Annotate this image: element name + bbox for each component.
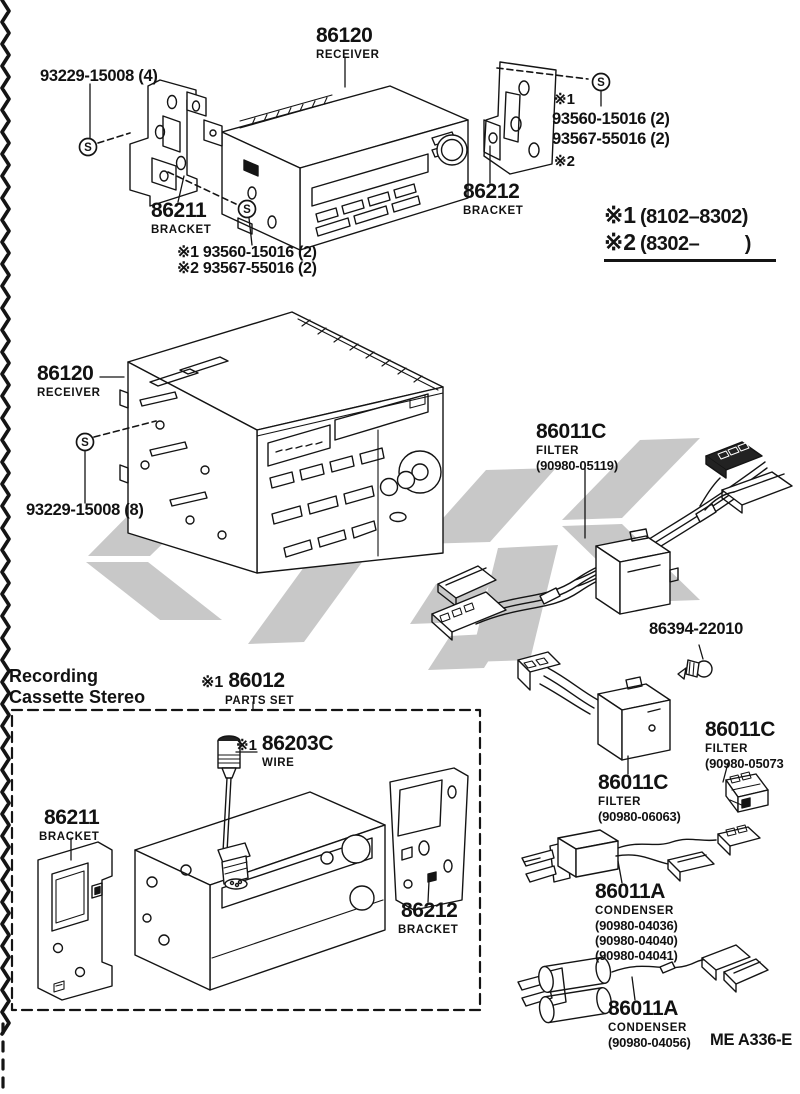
label-screw-parts-right: ※1 93560-15016 (2) 93567-55016 (2) ※2 <box>552 90 670 170</box>
part-name: RECEIVER <box>37 386 101 399</box>
part-number: 86011C <box>598 771 669 794</box>
leader-lines <box>70 56 729 1001</box>
part-line-1: 93560-15016 (2) <box>552 110 670 128</box>
part-name: FILTER <box>705 742 748 755</box>
svg-text:S: S <box>597 77 605 89</box>
label-filter-05073: 86011C FILTER (90980-05073 <box>705 718 784 771</box>
section-title: Recording Cassette Stereo <box>9 666 145 708</box>
screw-symbol-2: S <box>237 199 257 219</box>
wire-mark: ※1 <box>236 737 257 754</box>
part-number: 86211 <box>44 806 100 829</box>
note-line-1: ※1 93560-15016 (2) <box>177 244 317 261</box>
legend-mark-1: ※1 <box>604 202 637 228</box>
part-ref-3: (90980-04041) <box>595 948 678 963</box>
section-dashed-box <box>10 708 482 1012</box>
part-number: 86211 <box>151 199 207 222</box>
screw-symbol-4: S <box>75 432 95 452</box>
part-name: BRACKET <box>39 830 100 843</box>
part-name: WIRE <box>262 757 295 769</box>
part-number: 86011A <box>595 880 666 903</box>
label-bracket-86211-lower: 86211 BRACKET <box>39 806 100 843</box>
section-title-line-1: Recording <box>9 666 99 686</box>
label-receiver-top: 86120 RECEIVER <box>316 24 380 61</box>
legend-row-1: ※1 (8102–8302) <box>604 202 776 229</box>
torn-page-edge <box>0 0 11 1036</box>
label-filter-05119: 86011C FILTER (90980-05119) <box>536 420 618 473</box>
label-screws-top: 93229-15008 (4) <box>40 67 158 85</box>
part-ref: (90980-05073 <box>705 756 784 771</box>
part-name: CONDENSER <box>608 1021 687 1034</box>
part-number: 86120 <box>37 362 94 385</box>
part-name: CONDENSER <box>595 904 674 917</box>
part-ref-1: (90980-04036) <box>595 918 678 933</box>
label-bracket-86212-lower: 86212 BRACKET <box>398 899 459 936</box>
screw-symbol-1: S <box>78 137 98 157</box>
note-line-2: ※2 93567-55016 (2) <box>177 259 317 277</box>
part-name: BRACKET <box>463 204 524 217</box>
part-number: 86012 <box>228 669 285 692</box>
svg-text:S: S <box>81 437 89 449</box>
receiver-86120-main-drawing <box>119 311 444 574</box>
part-ref: (90980-05119) <box>536 458 618 473</box>
cassette-unit-drawing <box>134 791 386 991</box>
mark-1: ※1 <box>554 91 575 108</box>
antenna-wire-86203c-drawing <box>217 735 251 890</box>
part-name: FILTER <box>536 444 579 457</box>
label-receiver-mid: 86120 RECEIVER <box>37 362 101 399</box>
part-number: 86011C <box>536 420 607 443</box>
part-name: RECEIVER <box>316 48 380 61</box>
part-ref-2: (90980-04040) <box>595 933 678 948</box>
svg-text:S: S <box>243 204 251 216</box>
svg-text:S: S <box>84 142 92 154</box>
part-number: 86011A <box>608 997 679 1020</box>
part-name: FILTER <box>598 795 641 808</box>
bracket-86211-lower-drawing <box>37 841 113 1001</box>
part-number: 86203C <box>261 732 334 755</box>
filter-05073-drawing <box>725 771 769 813</box>
doc-code: ME A336-E <box>710 1031 792 1049</box>
legend-range-1: (8102–8302) <box>640 206 748 228</box>
socket-bulb-86394-drawing <box>677 659 713 680</box>
label-filter-06063: 86011C FILTER (90980-06063) <box>598 771 681 824</box>
part-ref: (90980-06063) <box>598 809 681 824</box>
part-name: PARTS SET <box>225 695 295 707</box>
parts-set-mark: ※1 <box>201 674 224 691</box>
section-title-line-2: Cassette Stereo <box>9 687 146 707</box>
bracket-86211-top-drawing <box>129 79 207 207</box>
part-name: BRACKET <box>151 223 212 236</box>
bracket-86212-lower-drawing <box>389 767 469 911</box>
condenser-86011a-1-drawing <box>521 824 761 883</box>
part-number: 86212 <box>401 899 458 922</box>
part-name: BRACKET <box>398 923 459 936</box>
legend-row-2: ※2 (8302– ) <box>604 229 776 256</box>
legend-range-2: (8302– ) <box>640 233 751 255</box>
label-condenser-2: 86011A CONDENSER (90980-04056) <box>608 997 691 1050</box>
label-screws-mid: 93229-15008 (8) <box>26 501 144 519</box>
label-parts-set: ※1 86012 PARTS SET <box>201 669 295 707</box>
part-number: 86120 <box>316 24 373 47</box>
receiver-86120-top-drawing <box>203 85 469 251</box>
condenser-86011a-2-drawing <box>517 944 769 1024</box>
part-ref: (90980-04056) <box>608 1035 691 1050</box>
applicability-legend: ※1 (8102–8302) ※2 (8302– ) <box>604 202 776 262</box>
filter-06063-drawing <box>517 651 671 761</box>
part-line-2: 93567-55016 (2) <box>552 130 670 148</box>
legend-mark-2: ※2 <box>604 229 637 255</box>
part-number: 86011C <box>705 718 776 741</box>
bracket-86212-top-drawing <box>483 61 557 175</box>
label-screw-notes: ※1 93560-15016 (2) ※2 93567-55016 (2) <box>177 245 317 276</box>
label-bracket-86211-top: 86211 BRACKET <box>151 199 212 236</box>
label-condenser-1: 86011A CONDENSER (90980-04036) (90980-04… <box>595 880 678 963</box>
part-number: 86212 <box>463 180 520 203</box>
harness-86011c-drawing <box>431 441 793 641</box>
screw-symbol-3: S <box>591 72 611 92</box>
label-socket-86394: 86394-22010 <box>649 620 743 638</box>
label-bracket-86212-top: 86212 BRACKET <box>463 180 524 217</box>
label-wire-86203c: ※1 86203C WIRE <box>236 732 334 769</box>
mark-2: ※2 <box>554 153 575 170</box>
